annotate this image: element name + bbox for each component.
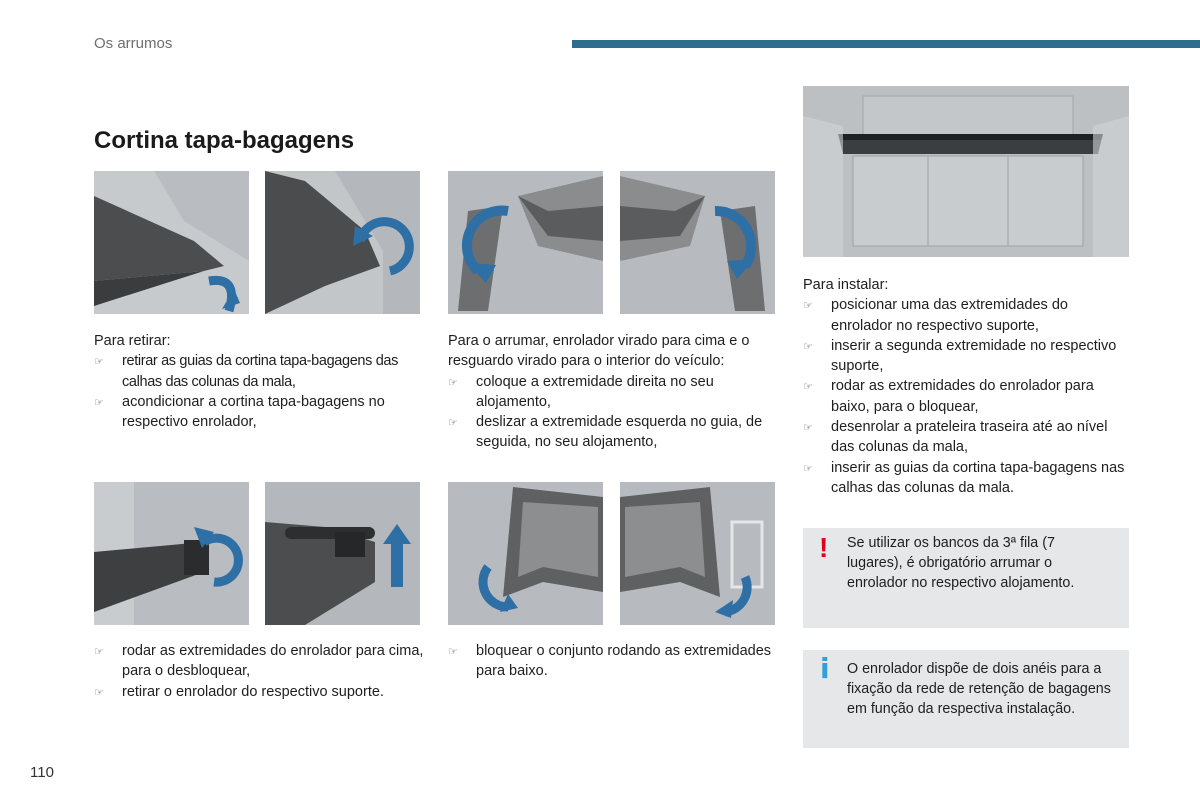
hand-pointer-icon: ☞: [803, 381, 813, 394]
list-item: ☞posicionar uma das extremidades do enro…: [803, 297, 1068, 334]
list-item: ☞desenrolar a prateleira traseira até ao…: [803, 419, 1108, 456]
list-item: ☞inserir a segunda extremidade no respec…: [803, 337, 1117, 375]
hand-pointer-icon: ☞: [448, 376, 458, 389]
list-item: ☞retirar o enrolador do respectivo supor…: [94, 682, 424, 702]
list-item: ☞acondicionar a cortina tapa-bagagens no…: [94, 393, 385, 431]
hand-pointer-icon: ☞: [448, 646, 458, 658]
photo-store-left: [620, 171, 775, 314]
lock-instructions: ☞bloquear o conjunto rodando as extremid…: [448, 641, 778, 682]
store-instructions: Para o arrumar, enrolador virado para ci…: [448, 331, 778, 453]
install-intro: Para instalar:: [803, 277, 889, 293]
exclamation-icon: !: [819, 532, 829, 563]
photo-lock-right: [620, 482, 775, 625]
hand-pointer-icon: ☞: [803, 300, 813, 313]
photo-unlock-remove: [265, 482, 420, 625]
hand-pointer-icon: ☞: [94, 396, 104, 409]
remove-instructions: Para retirar: ☞retirar as guias da corti…: [94, 331, 424, 432]
hand-pointer-icon: ☞: [448, 417, 458, 430]
list-item: ☞deslizar a extremidade esquerda no guia…: [448, 414, 763, 451]
list-item: ☞rodar as extremidades do enrolador para…: [94, 643, 424, 680]
info-icon: i: [820, 652, 830, 685]
hand-pointer-icon: ☞: [94, 686, 104, 699]
list-item: ☞rodar as extremidades do enrolador para…: [803, 378, 1094, 415]
hand-pointer-icon: ☞: [803, 422, 813, 435]
unlock-instructions: ☞rodar as extremidades do enrolador para…: [94, 641, 424, 702]
photo-trunk-installed: [803, 86, 1129, 257]
photo-unlock-end: [94, 482, 249, 625]
photo-lock-left: [448, 482, 603, 625]
hand-pointer-icon: ☞: [94, 646, 104, 658]
store-intro: Para o arrumar, enrolador virado para ci…: [448, 333, 750, 370]
hand-pointer-icon: ☞: [803, 340, 813, 353]
list-item: ☞bloquear o conjunto rodando as extremid…: [448, 643, 772, 680]
list-item: ☞retirar as guias da cortina tapa-bagage…: [94, 353, 399, 390]
install-instructions: Para instalar: ☞posicionar uma das extre…: [803, 275, 1133, 498]
page-number: 110: [30, 764, 54, 781]
warning-note: ! Se utilizar os bancos da 3ª fila (7 lu…: [803, 528, 1129, 628]
page-title: Cortina tapa-bagagens: [94, 127, 355, 154]
photo-remove-roll: [265, 171, 420, 314]
warning-text: Se utilizar os bancos da 3ª fila (7 luga…: [847, 535, 1075, 591]
list-item: ☞coloque a extremidade direita no seu al…: [448, 373, 714, 410]
photo-remove-guide: [94, 171, 249, 314]
section-label: Os arrumos: [94, 35, 173, 52]
remove-intro: Para retirar:: [94, 333, 171, 349]
hand-pointer-icon: ☞: [94, 356, 104, 369]
hand-pointer-icon: ☞: [803, 462, 813, 475]
photo-store-right: [448, 171, 603, 314]
header-accent-bar: [572, 40, 1200, 48]
info-text: O enrolador dispõe de dois anéis para a …: [847, 661, 1111, 717]
info-note: i O enrolador dispõe de dois anéis para …: [803, 650, 1129, 748]
list-item: ☞inserir as guias da cortina tapa-bagage…: [803, 459, 1125, 496]
